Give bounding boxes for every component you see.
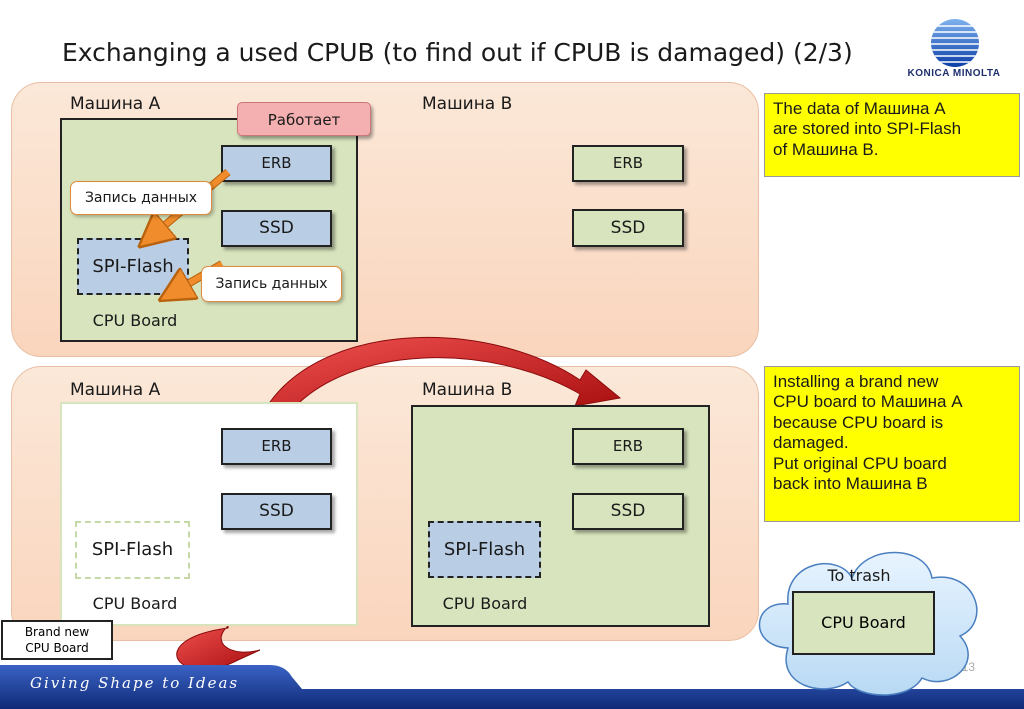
bottom-note-line-5: Put original CPU board	[773, 453, 947, 473]
top-note-line-1: The data of Машина A	[773, 99, 946, 118]
bottom-machine-a-label: Машина A	[70, 380, 161, 400]
bottom-note-line-3: because CPU board is	[773, 412, 944, 432]
bottom-machine-b-cpu-board-label: CPU Board	[442, 594, 528, 613]
top-machine-a-label: Машина A	[70, 94, 161, 114]
top-machine-b-ssd: SSD	[572, 209, 684, 247]
bottom-note-line-4: damaged.	[773, 433, 849, 453]
bottom-machine-b-ssd: SSD	[572, 493, 684, 530]
status-badge: Работает	[237, 102, 371, 136]
data-write-callout-2: Запись данных	[201, 266, 342, 302]
page-title: Exchanging a used CPUB (to find out if C…	[62, 38, 853, 67]
bottom-machine-b-spi-flash: SPI-Flash	[428, 521, 541, 578]
top-machine-a-cpu-board-label: CPU Board	[92, 311, 178, 330]
bottom-machine-a-erb: ERB	[221, 428, 332, 465]
top-machine-b-label: Машина B	[422, 94, 513, 114]
footer-slogan: Giving Shape to Ideas	[30, 674, 240, 692]
bottom-machine-b-label: Машина B	[422, 380, 513, 400]
brand-new-line-2: CPU Board	[25, 640, 89, 655]
top-note-line-3: of Машина B.	[773, 139, 879, 159]
data-write-callout-1: Запись данных	[70, 181, 212, 215]
top-note-line-2: are stored into SPI-Flash	[773, 119, 962, 139]
brand-name: KONICA MINOLTA	[907, 68, 1001, 79]
bottom-machine-a-ssd: SSD	[221, 493, 332, 530]
bottom-note-line-2: CPU board to Машина A	[773, 392, 963, 412]
top-note: The data of Машина A are stored into SPI…	[764, 93, 1020, 177]
brand-new-line-1: Brand new	[24, 625, 90, 639]
top-machine-a-ssd: SSD	[221, 210, 332, 247]
konica-minolta-globe-icon	[900, 18, 1010, 88]
bottom-note-line-1: Installing a brand new	[773, 372, 939, 391]
curved-red-arrow-icon	[176, 336, 622, 670]
bottom-note: Installing a brand new CPU board to Маши…	[764, 366, 1020, 522]
top-machine-a-erb: ERB	[221, 145, 332, 182]
top-machine-b-erb: ERB	[572, 145, 684, 182]
brand-new-cpu-board-label: Brand new CPU Board	[1, 620, 113, 660]
to-trash-label: To trash	[827, 566, 891, 585]
bottom-machine-a-spi-flash: SPI-Flash	[75, 521, 190, 579]
bottom-machine-b-erb: ERB	[572, 428, 684, 465]
bottom-note-line-6: back into Машина B	[773, 473, 928, 493]
trash-cpu-board: CPU Board	[792, 591, 935, 655]
footer-bar	[0, 665, 1024, 709]
bottom-machine-a-cpu-board-label: CPU Board	[92, 594, 178, 613]
